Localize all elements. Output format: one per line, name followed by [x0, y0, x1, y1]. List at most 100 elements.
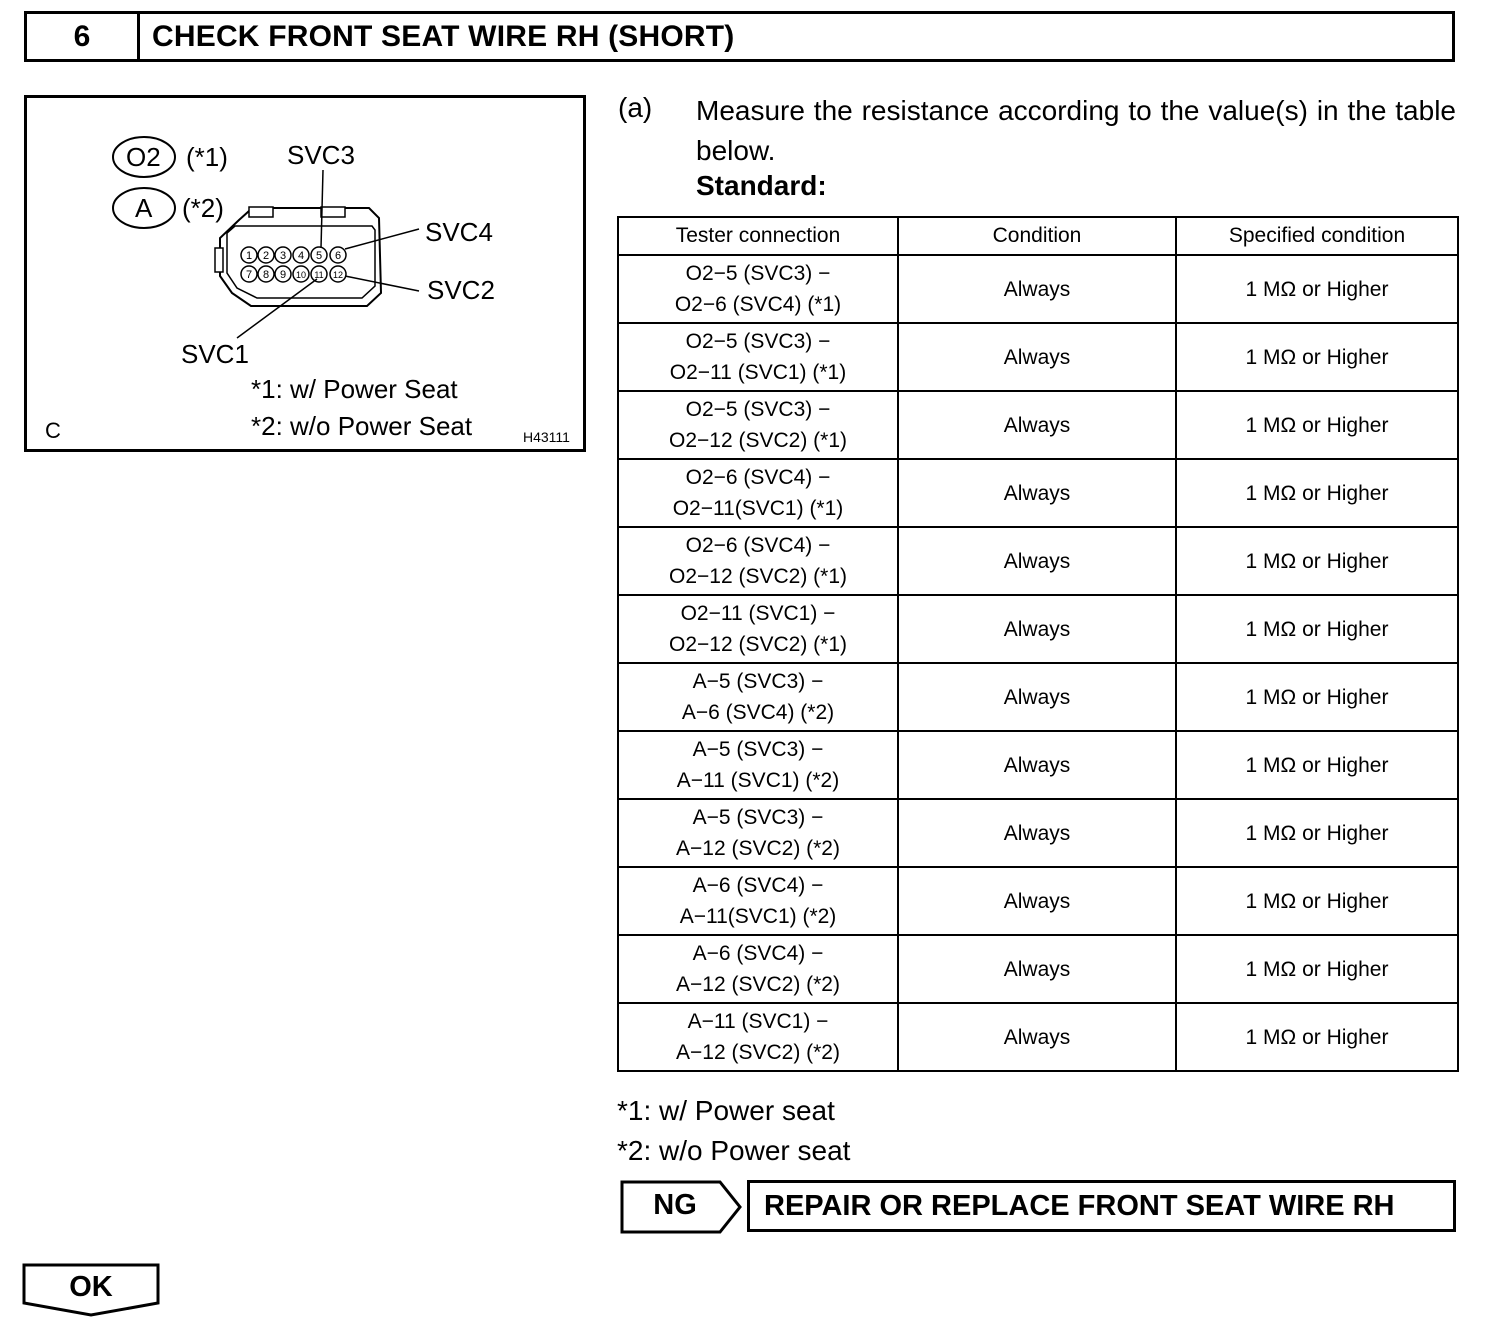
cell-tester-connection: A−5 (SVC3) − A−11 (SVC1) (*2)	[617, 730, 899, 800]
cell-specified-condition: 1 MΩ or Higher	[1175, 390, 1459, 460]
pin-row-top	[240, 246, 347, 264]
header-specified-condition: Specified condition	[1175, 216, 1459, 256]
connector-a-note: (*2)	[182, 193, 224, 223]
header-condition: Condition	[897, 216, 1177, 256]
leader-svc1	[236, 278, 318, 339]
tester-connection-to: A−12 (SVC2) (*2)	[676, 1041, 840, 1064]
ng-arrow-shape	[620, 1180, 742, 1234]
cell-condition: Always	[897, 458, 1177, 528]
pin-1: 1	[246, 250, 252, 262]
step-a-text: Measure the resistance according to the …	[696, 95, 1456, 166]
connector-o2-label: O2	[126, 142, 161, 172]
cell-specified-condition: 1 MΩ or Higher	[1175, 526, 1459, 596]
pin-9: 9	[280, 269, 286, 281]
pin-11: 11	[314, 270, 323, 280]
ng-label[interactable]: NG	[653, 1188, 697, 1221]
tester-connection-from: A−6 (SVC4) −	[692, 874, 824, 897]
connector-tab-left	[248, 206, 274, 218]
figure-id: H43111	[523, 429, 570, 445]
pin-6: 6	[335, 250, 341, 262]
cell-tester-connection: O2−5 (SVC3) −O2−6 (SVC4) (*1)	[617, 254, 899, 324]
ng-action[interactable]: REPAIR OR REPLACE FRONT SEAT WIRE RH	[747, 1180, 1456, 1232]
cell-specified-condition: 1 MΩ or Higher	[1175, 254, 1459, 324]
cell-specified-condition: 1 MΩ or Higher	[1175, 934, 1459, 1004]
ok-arrow-shape	[22, 1263, 160, 1317]
cell-specified-condition: 1 MΩ or Higher	[1175, 458, 1459, 528]
label-svc4: SVC4	[425, 217, 493, 247]
cell-condition: Always	[897, 934, 1177, 1004]
connector-latch	[214, 247, 224, 273]
pin-7: 7	[246, 269, 252, 281]
cell-condition: Always	[897, 1002, 1177, 1072]
cell-tester-connection: A−5 (SVC3) −A−12 (SVC2) (*2)	[617, 798, 899, 868]
figure-note-2: *2: w/o Power Seat	[251, 411, 473, 441]
cell-specified-condition: 1 MΩ or Higher	[1175, 1002, 1459, 1072]
label-svc1: SVC1	[181, 339, 249, 369]
figure-corner-letter: C	[45, 418, 61, 443]
cell-specified-condition: 1 MΩ or Higher	[1175, 730, 1459, 800]
cell-condition: Always	[897, 526, 1177, 596]
pin-10: 10	[296, 270, 306, 280]
cell-condition: Always	[897, 254, 1177, 324]
tester-connection-from: O2−5 (SVC3) −	[685, 262, 831, 285]
cell-specified-condition: 1 MΩ or Higher	[1175, 594, 1459, 664]
standard-label: Standard:	[696, 170, 827, 201]
cell-specified-condition: 1 MΩ or Higher	[1175, 866, 1459, 936]
tester-connection-to: A−12 (SVC2) (*2)	[676, 973, 840, 996]
tester-connection-to: A−11 (SVC1) (*2)	[676, 769, 840, 792]
leader-svc4	[344, 228, 420, 250]
cell-condition: Always	[897, 594, 1177, 664]
leader-svc3	[320, 169, 324, 249]
tester-connection-to: O2−11(SVC1) (*1)	[672, 497, 844, 520]
cell-condition: Always	[897, 662, 1177, 732]
tester-connection-from: O2−11 (SVC1) −	[680, 602, 836, 625]
tester-connection-to: O2−12 (SVC2) (*1)	[669, 429, 847, 452]
cell-tester-connection: A−5 (SVC3) −A−6 (SVC4) (*2)	[617, 662, 899, 732]
cell-condition: Always	[897, 798, 1177, 868]
pin-2: 2	[263, 250, 269, 262]
step-header: 6 CHECK FRONT SEAT WIRE RH (SHORT)	[24, 11, 1455, 62]
footnote-2: *2: w/o Power seat	[617, 1135, 851, 1166]
tester-connection-to: O2−11 (SVC1) (*1)	[669, 361, 847, 384]
connector-a-label: A	[135, 193, 153, 223]
cell-specified-condition: 1 MΩ or Higher	[1175, 662, 1459, 732]
connector-drawing: 1 2 3 4 5 6 7 8 9 10 11 12	[112, 136, 420, 339]
cell-condition: Always	[897, 866, 1177, 936]
label-svc3: SVC3	[287, 140, 355, 170]
pin-3: 3	[280, 250, 286, 262]
cell-condition: Always	[897, 322, 1177, 392]
cell-tester-connection: O2−11 (SVC1) −O2−12 (SVC2) (*1)	[617, 594, 899, 664]
cell-specified-condition: 1 MΩ or Higher	[1175, 322, 1459, 392]
ok-label[interactable]: OK	[69, 1270, 113, 1303]
step-a-letter: (a)	[618, 92, 653, 123]
cell-specified-condition: 1 MΩ or Higher	[1175, 798, 1459, 868]
tester-connection-from: A−11 (SVC1) −	[687, 1010, 829, 1033]
pin-5: 5	[316, 250, 322, 262]
connector-o2-note: (*1)	[186, 142, 228, 172]
cell-tester-connection: O2−6 (SVC4) −O2−12 (SVC2) (*1)	[617, 526, 899, 596]
pin-4: 4	[298, 250, 304, 262]
tester-connection-from: O2−5 (SVC3) −	[685, 330, 831, 353]
leader-svc2	[344, 275, 420, 292]
pin-8: 8	[263, 269, 269, 281]
cell-tester-connection: A−6 (SVC4) − A−11(SVC1) (*2)	[617, 866, 899, 936]
tester-connection-from: O2−6 (SVC4) −	[685, 534, 831, 557]
connector-tab-right	[320, 206, 346, 218]
tester-connection-to: A−11(SVC1) (*2)	[679, 905, 837, 928]
cell-tester-connection: O2−6 (SVC4) −O2−11(SVC1) (*1)	[617, 458, 899, 528]
tester-connection-from: A−5 (SVC3) −	[692, 738, 824, 761]
cell-condition: Always	[897, 390, 1177, 460]
step-number: 6	[27, 14, 140, 59]
